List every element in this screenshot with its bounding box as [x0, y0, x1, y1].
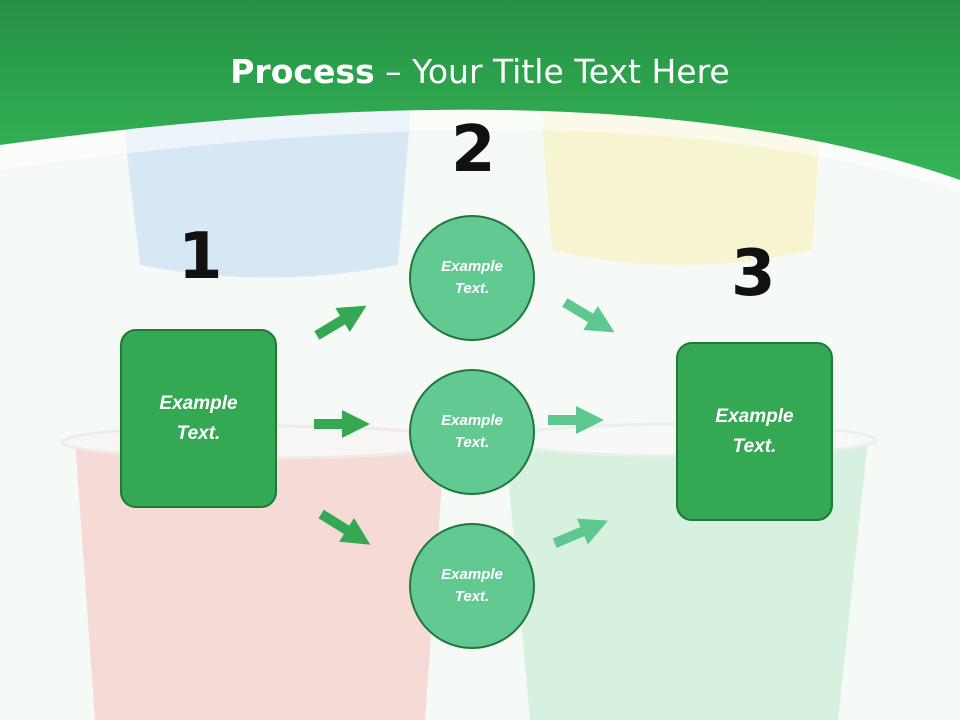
- step-2-text-2: Example Text.: [441, 411, 503, 452]
- arrow-top-to-step3: [562, 298, 615, 333]
- arrow-right-icon: [314, 305, 371, 545]
- arrow-step1-to-top: [314, 305, 367, 340]
- arrow-bottom-to-step3: [552, 518, 609, 548]
- step-2-circle-1: Example Text.: [409, 215, 535, 341]
- step-2-circle-3: Example Text.: [409, 523, 535, 649]
- title-rest: – Your Title Text Here: [374, 52, 730, 91]
- header-band: [0, 0, 960, 180]
- step-3-box: Example Text.: [676, 342, 833, 521]
- arrow-step1-to-middle: [314, 410, 370, 438]
- step-2-text-3: Example Text.: [441, 565, 503, 606]
- arrow-right-icon: [548, 298, 615, 548]
- red-cup: [75, 440, 445, 720]
- step-number-1: 1: [178, 220, 223, 294]
- step-1-box: Example Text.: [120, 329, 277, 508]
- arrow-step1-to-bottom: [318, 509, 371, 545]
- step-2-text-1: Example Text.: [441, 257, 503, 298]
- step-number-2: 2: [451, 113, 496, 187]
- slide-title: Process – Your Title Text Here: [0, 52, 960, 91]
- title-bold: Process: [230, 52, 375, 91]
- header-swoosh: [0, 109, 960, 192]
- step-1-text: Example Text.: [159, 393, 238, 444]
- step-3-text: Example Text.: [715, 406, 794, 457]
- arrow-middle-to-step3: [548, 406, 604, 434]
- step-number-3: 3: [731, 237, 776, 311]
- step-2-circle-2: Example Text.: [409, 369, 535, 495]
